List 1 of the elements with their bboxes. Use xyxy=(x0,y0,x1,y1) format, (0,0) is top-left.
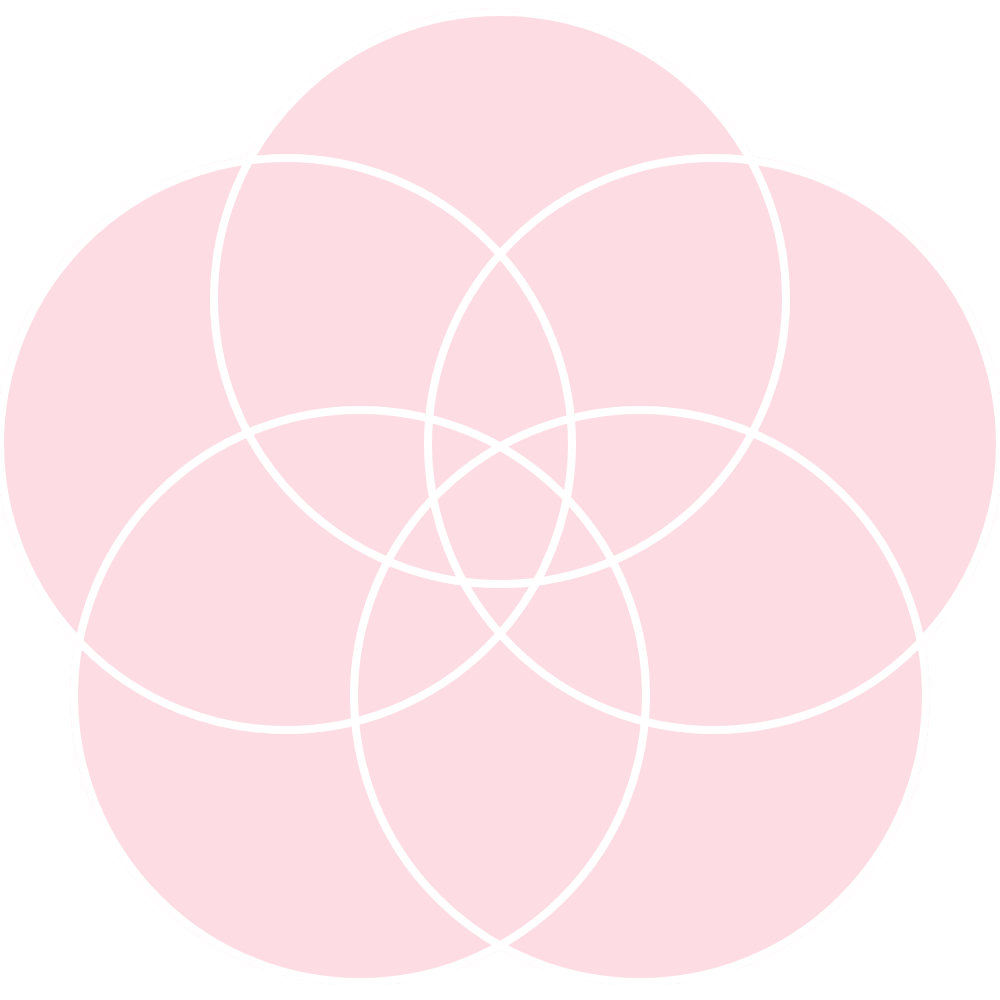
circle xyxy=(350,406,930,986)
